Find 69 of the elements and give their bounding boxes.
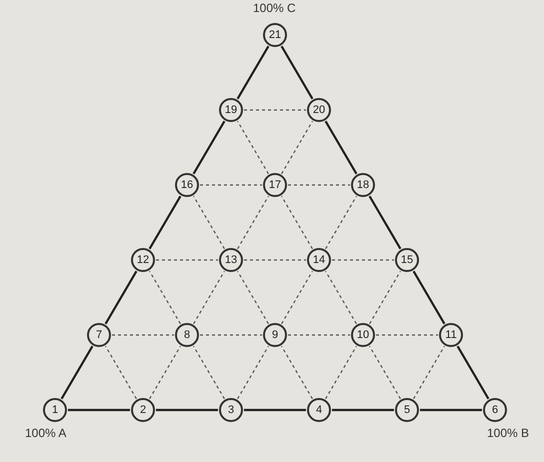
vertex-label: 100% B	[487, 426, 530, 440]
triangle-side	[412, 270, 446, 324]
numbered-point: 11	[439, 323, 463, 347]
grid-line	[413, 346, 445, 400]
triangle-side	[104, 270, 138, 324]
numbered-point: 3	[219, 398, 243, 422]
triangle-side	[456, 346, 490, 400]
triangle-side	[148, 196, 182, 250]
grid-line	[376, 334, 438, 336]
triangle-side	[60, 346, 94, 400]
numbered-point: 4	[307, 398, 331, 422]
triangle-side	[280, 46, 314, 100]
grid-line	[237, 196, 269, 250]
numbered-point: 15	[395, 248, 419, 272]
vertex-label: 100% C	[253, 1, 296, 15]
grid-line	[237, 270, 269, 324]
triangle-side	[236, 46, 270, 100]
grid-line	[281, 270, 313, 324]
grid-line	[281, 346, 313, 400]
triangle-side	[324, 120, 358, 174]
numbered-point: 18	[351, 173, 375, 197]
grid-line	[149, 270, 181, 324]
numbered-point: 20	[307, 98, 331, 122]
numbered-point: 14	[307, 248, 331, 272]
grid-line	[156, 259, 218, 261]
vertex-label: 100% A	[25, 426, 66, 440]
grid-line	[200, 334, 262, 336]
triangle-side	[68, 408, 130, 412]
numbered-point: 13	[219, 248, 243, 272]
numbered-point: 2	[131, 398, 155, 422]
triangle-side	[420, 408, 482, 412]
numbered-point: 10	[351, 323, 375, 347]
grid-line	[149, 346, 181, 400]
grid-line	[325, 196, 357, 250]
grid-line	[325, 346, 357, 400]
grid-line	[244, 259, 306, 261]
numbered-point: 6	[483, 398, 507, 422]
grid-line	[369, 270, 401, 324]
grid-line	[193, 346, 225, 400]
triangle-side	[368, 196, 402, 250]
grid-line	[200, 184, 262, 186]
numbered-point: 16	[175, 173, 199, 197]
grid-line	[237, 120, 269, 174]
grid-line	[105, 346, 137, 400]
triangle-side	[192, 120, 226, 174]
triangle-side	[156, 408, 218, 412]
grid-line	[281, 196, 313, 250]
grid-line	[325, 270, 357, 324]
triangle-side	[244, 408, 306, 412]
grid-line	[288, 184, 350, 186]
numbered-point: 9	[263, 323, 287, 347]
numbered-point: 1	[43, 398, 67, 422]
grid-line	[112, 334, 174, 336]
triangle-side	[332, 408, 394, 412]
numbered-point: 5	[395, 398, 419, 422]
grid-line	[244, 109, 306, 111]
numbered-point: 8	[175, 323, 199, 347]
numbered-point: 12	[131, 248, 155, 272]
grid-line	[193, 196, 225, 250]
grid-line	[369, 346, 401, 400]
grid-line	[193, 270, 225, 324]
grid-line	[237, 346, 269, 400]
numbered-point: 7	[87, 323, 111, 347]
numbered-point: 21	[263, 23, 287, 47]
grid-line	[332, 259, 394, 261]
grid-line	[281, 120, 313, 174]
numbered-point: 19	[219, 98, 243, 122]
numbered-point: 17	[263, 173, 287, 197]
grid-line	[288, 334, 350, 336]
